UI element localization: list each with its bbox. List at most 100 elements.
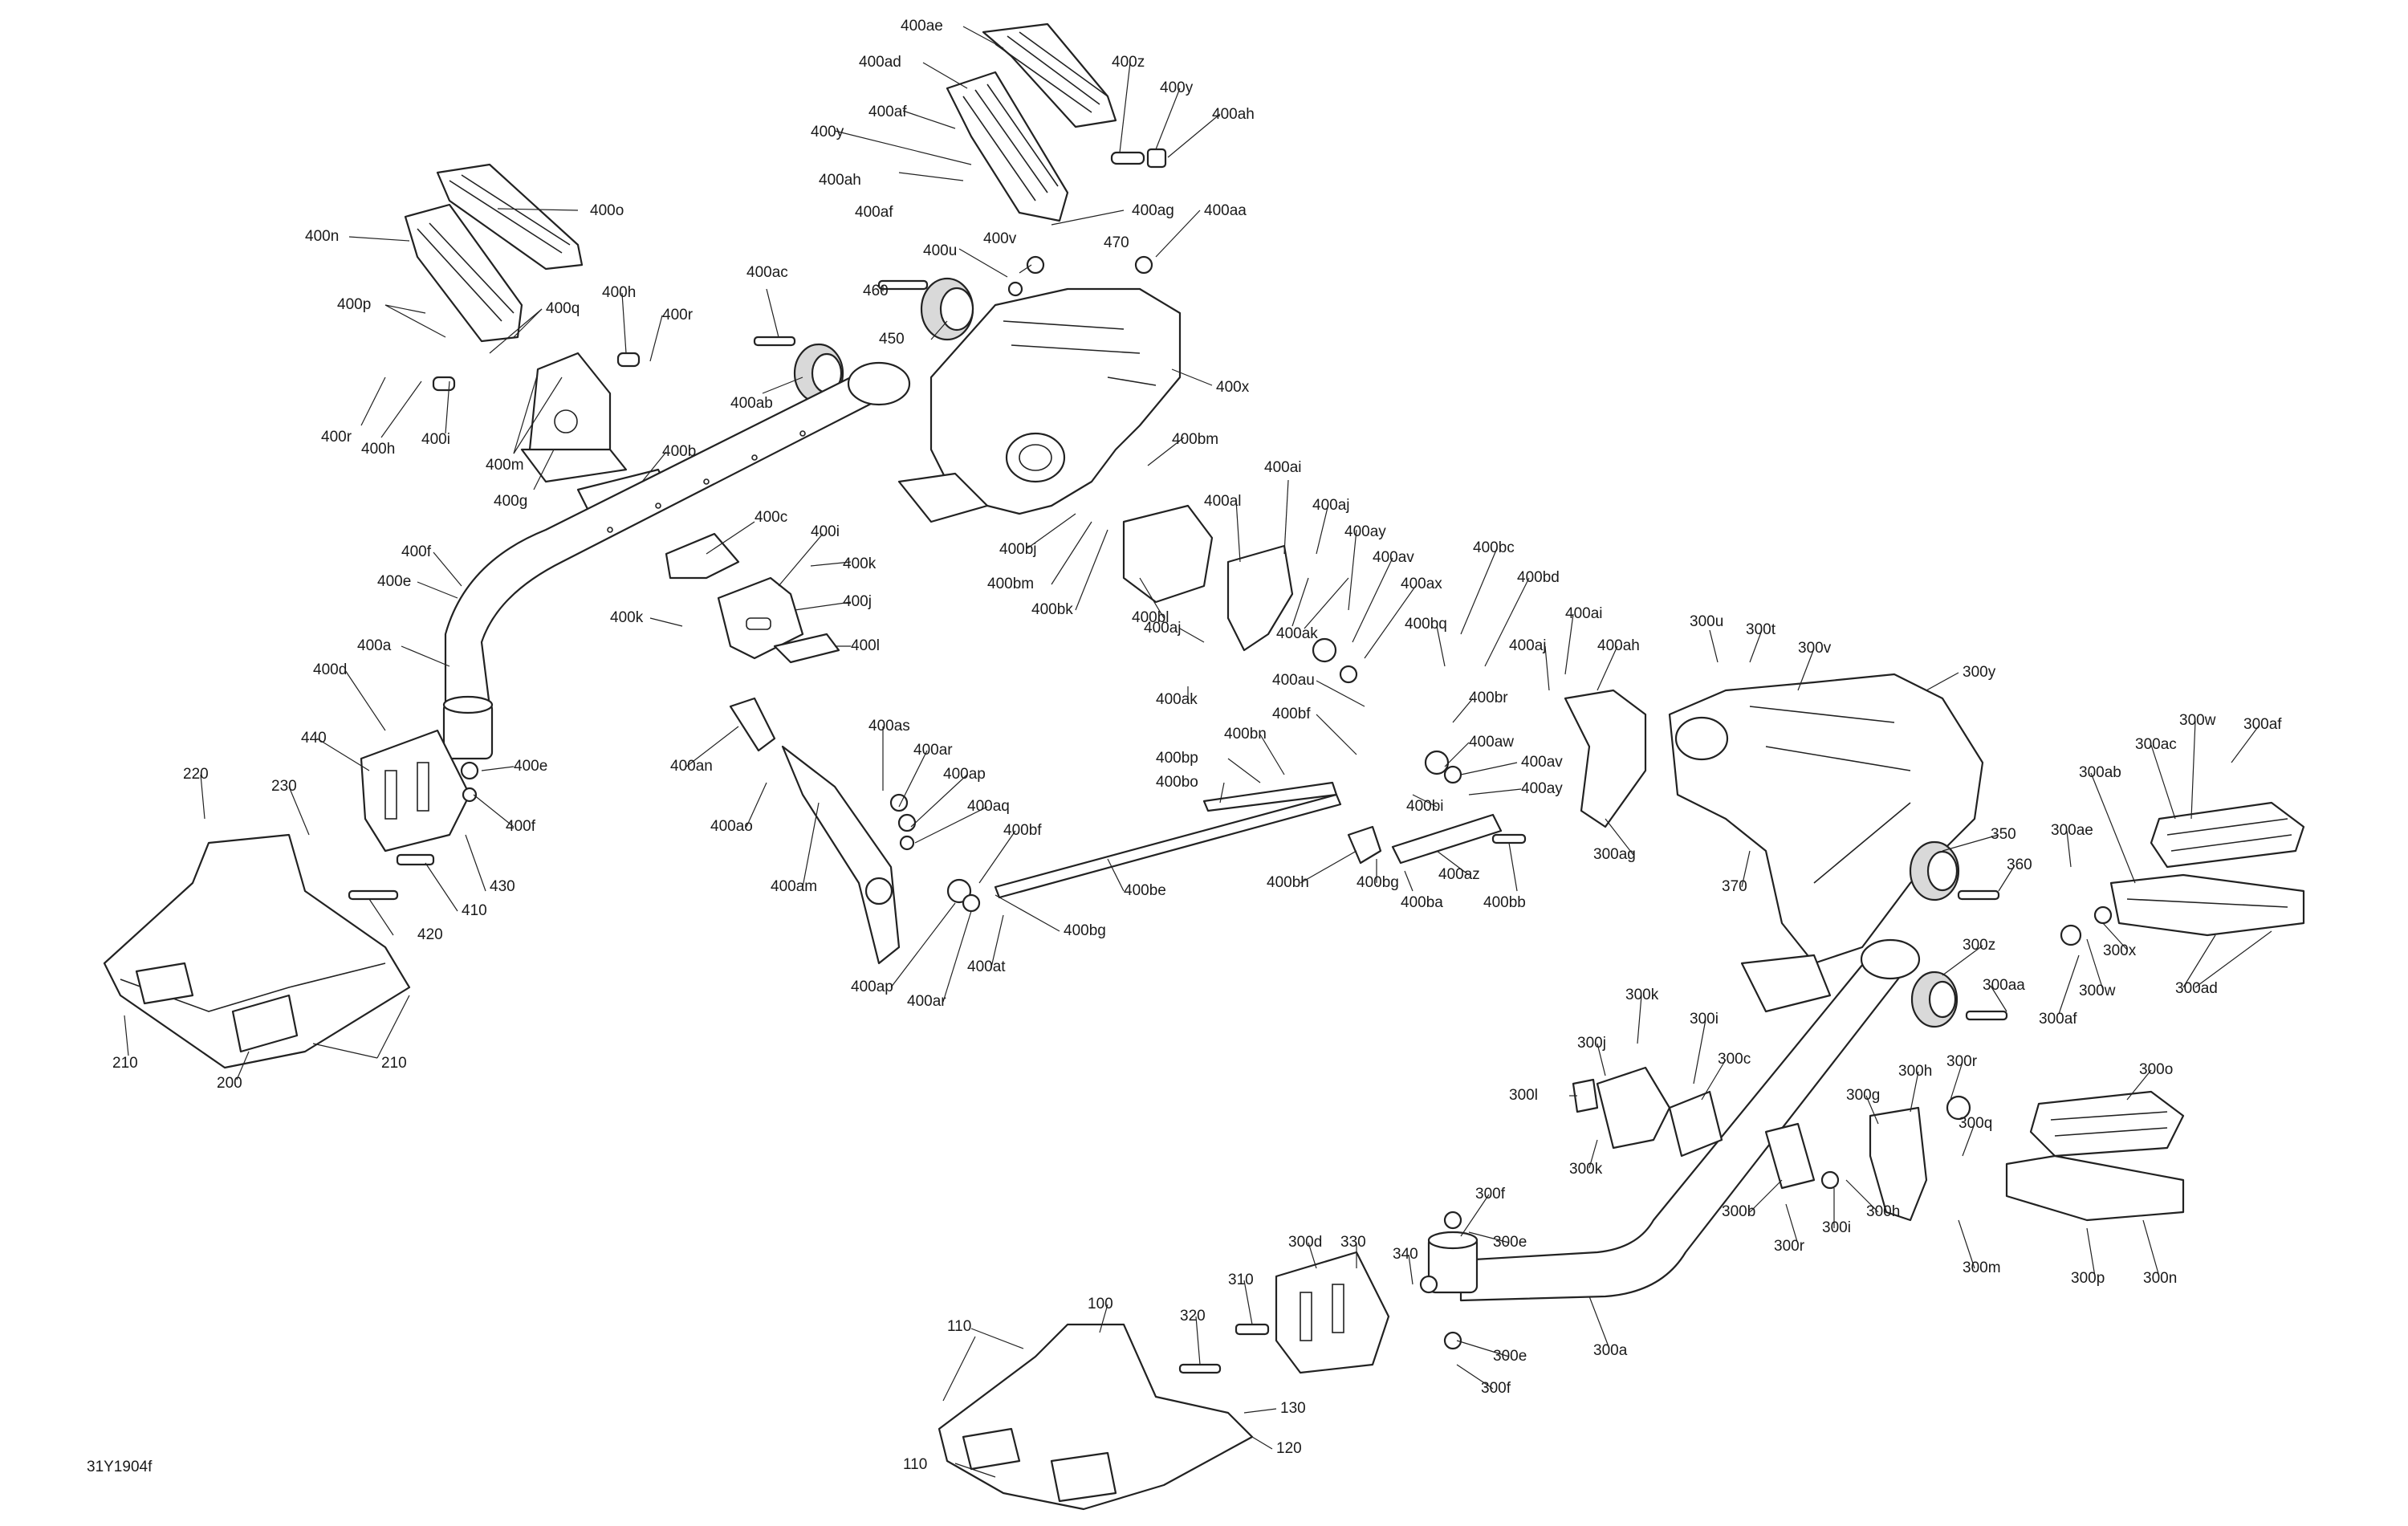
- callout-label: 330: [1340, 1234, 1366, 1251]
- callout-label: 400ao: [710, 818, 753, 835]
- callout-label: 470: [1104, 234, 1129, 251]
- bracket-300j: [1596, 1066, 1671, 1150]
- bracket-300g: [1869, 1106, 1928, 1222]
- callout-label: 310: [1228, 1272, 1254, 1288]
- callout-label: 400v: [983, 230, 1017, 247]
- callout-label: 400au: [1272, 672, 1315, 689]
- callout-label: 300l: [1509, 1087, 1538, 1104]
- callout-label: 400bf: [1003, 822, 1042, 839]
- callout-label: 400ak: [1276, 625, 1318, 642]
- bracket-400j: [717, 576, 804, 660]
- callout-label: 400bk: [1031, 601, 1073, 618]
- callout-label: 400i: [811, 523, 840, 540]
- callout-label: 400bd: [1517, 569, 1560, 586]
- footpeg-400n: [404, 203, 523, 343]
- callout-label: 400h: [361, 441, 395, 458]
- callout-label: 300e: [1493, 1234, 1527, 1251]
- callout-label: 400b: [662, 443, 696, 460]
- callout-label: 400ay: [1344, 523, 1386, 540]
- callout-label: 300a: [1593, 1342, 1628, 1359]
- callout-label: 400ai: [1565, 605, 1603, 622]
- callout-label: 400as: [868, 718, 910, 735]
- callout-label: 210: [112, 1055, 138, 1072]
- callout-label: 300h: [1898, 1063, 1932, 1080]
- callout-label: 300u: [1690, 613, 1723, 630]
- callout-label: 370: [1722, 878, 1747, 895]
- frame-tube-300a: [1459, 938, 1921, 1302]
- callout-label: 300m: [1963, 1259, 2001, 1276]
- callout-label: 400bl: [1132, 609, 1169, 626]
- rod-400bo: [1202, 781, 1338, 812]
- callout-label: 120: [1276, 1440, 1302, 1457]
- callout-label: 400an: [670, 758, 713, 775]
- callout-label: 400ae: [901, 18, 943, 35]
- callout-label: 400o: [590, 202, 624, 219]
- callout-label: 400bg: [1064, 922, 1106, 939]
- pedal-housing-300v: [1668, 673, 1984, 1013]
- callout-label: 400bo: [1156, 774, 1198, 791]
- plate-300b: [1764, 1122, 1816, 1190]
- callout-label: 400ah: [1597, 637, 1640, 654]
- callout-label: 400br: [1469, 690, 1508, 706]
- callout-label: 130: [1280, 1400, 1306, 1417]
- callout-label: 300y: [1963, 664, 1996, 681]
- callout-label: 400ar: [913, 742, 953, 759]
- callout-label: 400bg: [1357, 874, 1399, 891]
- callout-label: 220: [183, 766, 209, 783]
- callout-label: 400bi: [1406, 798, 1444, 815]
- callout-label: 300f: [1475, 1186, 1506, 1202]
- callout-label: 300h: [1866, 1203, 1900, 1220]
- arm-400am: [729, 697, 901, 965]
- callout-label: 400bh: [1267, 874, 1309, 891]
- callout-label: 300n: [2143, 1270, 2177, 1287]
- callout-label: 400k: [843, 555, 877, 572]
- footpeg-300o: [2029, 1090, 2185, 1158]
- callout-label: 400c: [755, 509, 787, 526]
- callout-label: 400u: [923, 242, 957, 259]
- callout-label: 400al: [1204, 493, 1242, 510]
- callout-label: 400g: [494, 493, 527, 510]
- callout-label: 300r: [1774, 1238, 1805, 1255]
- footrest-100: [938, 1323, 1254, 1511]
- callout-label: 450: [879, 331, 905, 348]
- callout-label: 300ag: [1593, 846, 1636, 863]
- callout-label: 400bm: [1172, 431, 1218, 448]
- callout-label: 400bj: [999, 541, 1037, 558]
- callout-label: 300d: [1288, 1234, 1322, 1251]
- callout-label: 400ag: [1132, 202, 1174, 219]
- callout-label: 300c: [1718, 1051, 1751, 1068]
- callout-label: 400af: [868, 104, 907, 120]
- frame-tube-400a: [444, 361, 911, 708]
- callout-label: 400y: [811, 124, 844, 140]
- callout-label: 400m: [486, 457, 524, 474]
- callout-label: 400at: [967, 958, 1006, 975]
- callout-label: 300ad: [2175, 980, 2218, 997]
- callout-label: 400l: [851, 637, 880, 654]
- callout-label: 400aq: [967, 798, 1010, 815]
- link-400az: [1391, 813, 1503, 865]
- callout-label: 400aw: [1469, 734, 1514, 751]
- callout-label: 300j: [1577, 1035, 1606, 1052]
- callout-label: 300af: [2039, 1011, 2077, 1028]
- callout-label: 410: [462, 902, 487, 919]
- callout-label: 300i: [1822, 1219, 1851, 1236]
- callout-label: 400aj: [1144, 620, 1182, 637]
- callout-label: 340: [1393, 1246, 1418, 1263]
- callout-label: 300w: [2179, 712, 2216, 729]
- callout-label: 300x: [2103, 942, 2137, 959]
- bracket-400c: [665, 532, 740, 580]
- callout-label: 300af: [2243, 716, 2282, 733]
- pedal-housing-400x: [897, 287, 1182, 523]
- footpeg-400ad: [946, 71, 1069, 222]
- callout-label: 400i: [421, 431, 450, 448]
- callout-label: 300i: [1690, 1011, 1719, 1028]
- callout-label: 400ak: [1156, 691, 1198, 708]
- callout-label: 400av: [1521, 754, 1563, 771]
- callout-label: 300z: [1963, 937, 1995, 954]
- bushing-350: [1909, 840, 1960, 901]
- callout-label: 300k: [1625, 987, 1659, 1003]
- callout-label: 400be: [1124, 882, 1166, 899]
- callout-label: 400a: [357, 637, 392, 654]
- callout-label: 230: [271, 778, 297, 795]
